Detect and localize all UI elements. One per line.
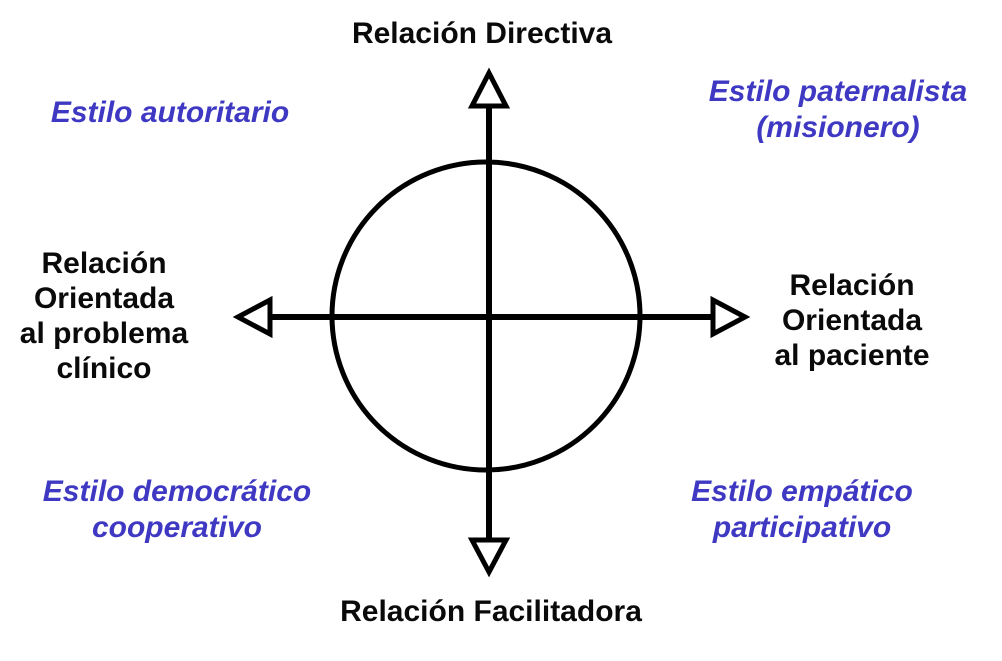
axis-label-left-line: al problema (19, 317, 189, 350)
quadrant-label-bottom-left-line: Estilo democrático (42, 475, 312, 508)
axis-label-top: Relación Directiva (351, 17, 613, 50)
quadrant-label-bottom-left: Estilo democrático cooperativo (43, 474, 311, 546)
quadrant-label-top-left: Estilo autoritario (50, 96, 290, 129)
axis-label-left-line: Relación (41, 247, 167, 280)
quadrant-label-bottom-left-line: cooperativo (91, 511, 263, 544)
arrowhead-right-icon (710, 295, 751, 339)
arrowhead-up-icon (467, 67, 511, 109)
quadrant-label-bottom-right-line: participativo (712, 511, 892, 544)
quadrant-label-top-right-line: (misionero) (756, 111, 920, 144)
axis-label-bottom: Relación Facilitadora (340, 595, 642, 628)
axis-label-right-line: Orientada (781, 304, 923, 337)
axis-label-left: Relación Orientada al problema clínico (20, 246, 188, 386)
quadrant-label-top-right: Estilo paternalista (misionero) (709, 74, 967, 146)
quadrant-label-bottom-right-line: Estilo empático (691, 475, 913, 508)
axis-label-left-line: clínico (56, 352, 152, 385)
quadrant-label-top-right-line: Estilo paternalista (708, 75, 968, 108)
arrowhead-down-icon (467, 537, 511, 578)
axis-label-right-line: Relación (789, 269, 915, 302)
quadrant-label-bottom-right: Estilo empático participativo (691, 474, 913, 546)
axis-label-left-line: Orientada (33, 282, 175, 315)
arrowhead-left-icon (232, 295, 273, 339)
axis-label-right-line: al paciente (774, 339, 930, 372)
axis-label-right: Relación Orientada al paciente (774, 268, 929, 373)
